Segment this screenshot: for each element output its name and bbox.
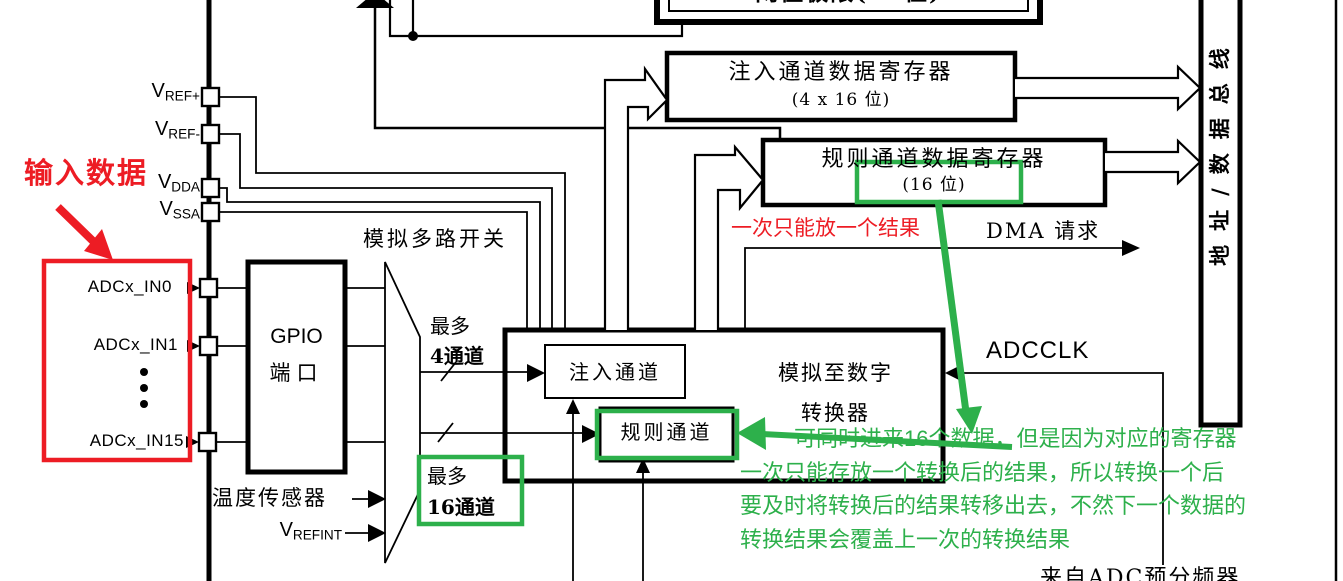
regular-channel-box [598,406,735,463]
hollow-arrow-group [603,64,1202,330]
gpio-line1: GPIO [270,325,323,348]
dma-arrowhead [1122,240,1140,256]
ellipsis-dot-2 [140,384,148,392]
vrefint-arrowhead [368,524,386,542]
adcclk-label: ADCCLK [986,337,1090,364]
temp-arrowhead [368,490,386,508]
max16-line1: 最多 [427,464,467,488]
regular-channel-green-box [594,408,740,461]
green-arrow-left-head [737,417,766,450]
adc-box [502,327,946,484]
adcclk-wire [952,372,1164,565]
injected-register-title: 注入通道数据寄存器 [728,60,954,85]
threshold-box-inner [668,0,1029,12]
gpio-box [245,259,348,475]
regular-bus-arrow [1105,138,1202,186]
vssa-pin [200,201,221,223]
injected-trigger-arrowhead [566,399,580,414]
ellipsis-dot-1 [140,368,148,376]
in15-label: ADCx_IN15 [89,431,184,450]
dma-wire [744,247,1128,330]
max4-line2: 4通道 [430,344,484,368]
vref-minus-pin [200,123,221,145]
vref-minus-wire [218,133,553,330]
gpio-label: GPIO 端口 [248,325,345,385]
prescaler-label: 来自ADC预分频器 [1040,566,1241,581]
regular-data-arrow [693,144,765,330]
vdda-wire [219,187,541,330]
box-group [245,0,1108,564]
in1-label: ADCx_IN1 [93,335,178,354]
green-arrow-down-shaft [934,199,970,413]
max16-label: 最多 16通道 [427,461,495,523]
threshold-box-title: 阈值极限(12位) [657,0,1040,6]
threshold-wire [388,0,684,38]
16ch-arrowhead [582,425,600,443]
max16-green-box [416,454,525,527]
annotation-shape-group [41,159,1024,527]
gpio-line2: 端口 [269,361,324,386]
watchdog-up-arrowhead [356,0,394,8]
vrefint-label: VREFINT [279,519,342,543]
in0-label: ADCx_IN0 [87,277,172,296]
green-arrow-left-shaft [761,431,1013,450]
vref-plus-wire [218,96,566,330]
injected-data-arrow [603,65,669,330]
vdda-pin [200,177,221,199]
max4-line1: 最多 [430,314,470,338]
vssa-wire [219,211,528,330]
max4-label: 最多 4通道 [430,311,484,371]
dma-label: DMA 请求 [986,219,1101,243]
vref-plus-label: VREF+ [151,80,200,104]
ellipsis-dot-3 [140,400,148,408]
threshold-box-outer [654,0,1043,25]
converter-line1: 模拟至数字 [778,361,893,385]
vref-plus-pin [200,86,221,108]
converter-line2: 转换器 [801,401,870,425]
input-data-arrowhead [84,229,113,260]
injected-register-subtitle: (4 x 16 位) [791,90,891,110]
in15-pin [197,431,218,453]
junction-dot [408,31,418,41]
arrowhead-group [140,0,1140,542]
analog-mux-shape [384,261,421,564]
16ch-slash [437,422,454,443]
regular-trigger-arrowhead [636,458,650,473]
regular-register-subtitle: (16 位) [902,175,966,195]
vssa-label: VSSA [159,198,200,222]
input-data-red-box [41,258,193,463]
input-data-annotation: 输入数据 [24,158,149,190]
max16-line2: 16通道 [427,495,495,519]
overwrite-explanation-annotation: 可同时进来16个数据，但是因为对应的寄存器 一次只能存放一个转换后的结果，所以转… [740,426,1247,552]
4ch-slash [440,361,457,382]
bus-rails [1198,0,1243,428]
in1-pin [198,335,219,357]
4ch-arrowhead [527,364,545,382]
one-result-annotation: 一次只能放一个结果 [731,217,920,240]
watchdog-wire [373,2,782,142]
injected-channel-label: 注入通道 [569,360,661,384]
in0-pin [198,277,219,299]
input-data-arrow-shaft [55,204,99,247]
mux-label: 模拟多路开关 [363,227,507,251]
bus-label: 地址/数据总线 [1206,34,1232,266]
temp-sensor-label: 温度传感器 [212,486,327,510]
vdda-label: VDDA [157,171,200,195]
injected-channel-box [544,344,686,399]
injected-bus-arrow [1015,64,1202,112]
regular-channel-label: 规则通道 [620,420,713,444]
vref-minus-label: VREF- [154,118,200,142]
green-arrow-down-head [956,406,982,434]
regular-register-title: 规则通道数据寄存器 [821,147,1047,172]
